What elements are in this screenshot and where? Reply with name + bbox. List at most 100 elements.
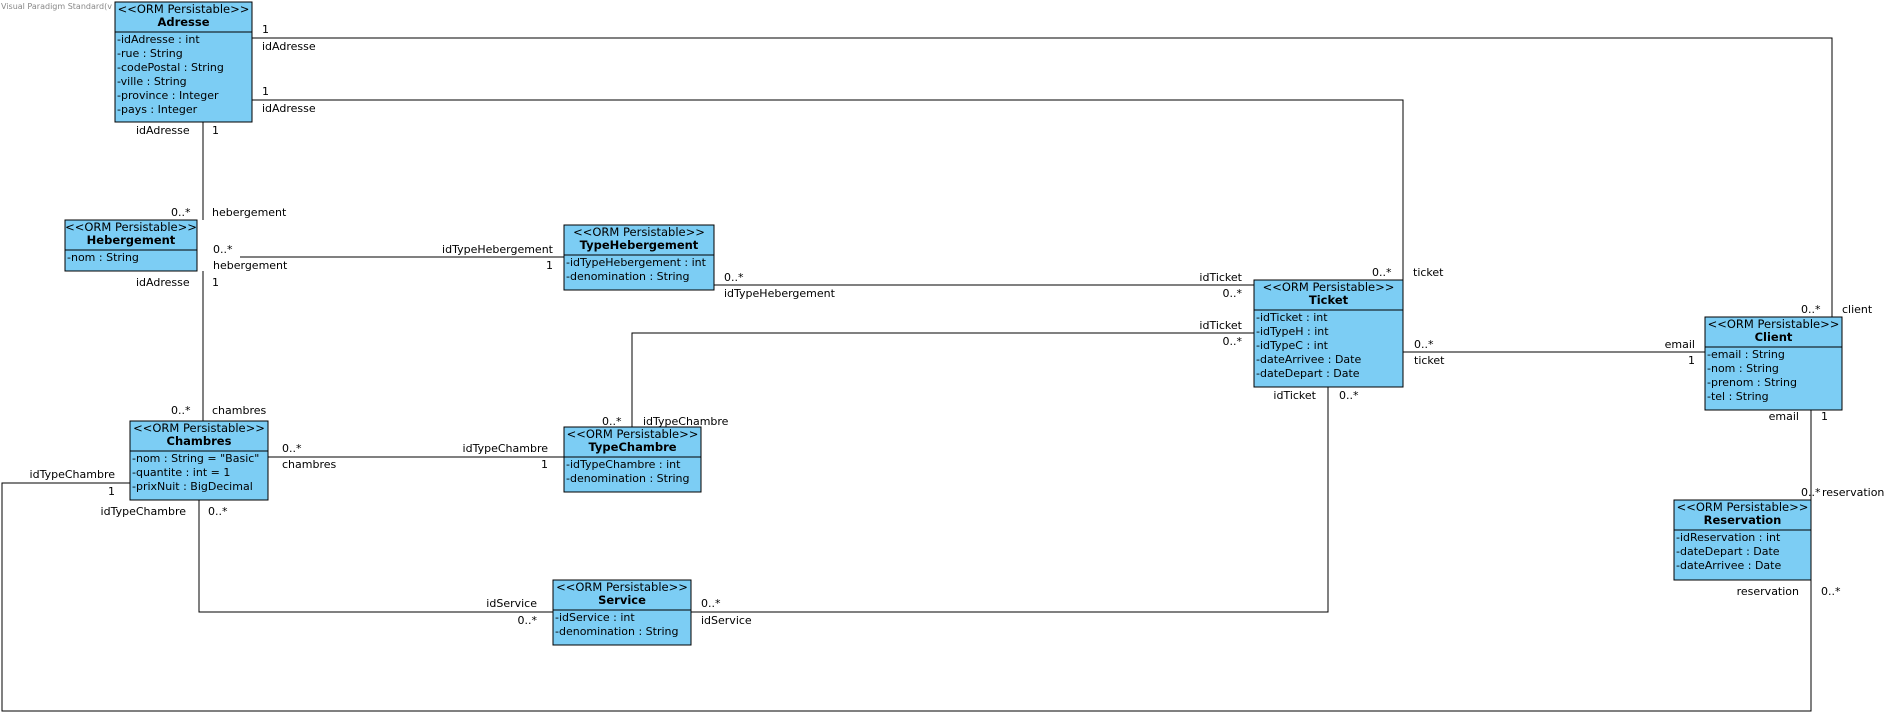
role-label: idService xyxy=(701,614,752,627)
class-box xyxy=(563,426,702,493)
mult-label: 0..* xyxy=(1223,287,1243,300)
class-adresse[interactable]: <<ORM Persistable>>Adresse-idAdresse : i… xyxy=(114,1,253,123)
class-client[interactable]: <<ORM Persistable>>Client -email : String… xyxy=(1704,316,1843,411)
edge-chambres-service[interactable] xyxy=(198,500,553,613)
class-name: Chambres xyxy=(167,434,232,448)
class-attribute: -denomination : String xyxy=(566,472,690,485)
role-label: hebergement xyxy=(212,206,287,219)
role-label: idTypeHebergement xyxy=(724,287,836,300)
class-typehebergement[interactable]: <<ORM Persistable>>TypeHebergement-idTyp… xyxy=(563,224,715,291)
role-label: idTicket xyxy=(1199,271,1242,284)
stereotype-label: <<ORM Persistable>> xyxy=(65,220,197,234)
class-attribute: -dateArrivee : Date xyxy=(1676,559,1781,572)
edge-adresse-ticket[interactable] xyxy=(252,99,1404,280)
association-lines xyxy=(1,37,1833,712)
edge-typechambre-ticket[interactable] xyxy=(631,332,1254,427)
mult-label: 0..* xyxy=(518,614,538,627)
mult-label: 0..* xyxy=(602,415,622,428)
stereotype-label: <<ORM Persistable>> xyxy=(118,2,250,16)
stereotype-label: <<ORM Persistable>> xyxy=(567,427,699,441)
mult-label: 0..* xyxy=(213,243,233,256)
mult-label: 0..* xyxy=(1821,585,1841,598)
class-box xyxy=(563,224,715,291)
mult-label: 0..* xyxy=(171,206,191,219)
class-attribute: -province : Integer xyxy=(117,89,219,102)
class-box xyxy=(1673,499,1812,581)
class-attribute: -prenom : String xyxy=(1707,376,1797,389)
role-label: idTypeChambre xyxy=(30,468,116,481)
mult-label: 0..* xyxy=(701,597,721,610)
mult-label: 1 xyxy=(1821,410,1828,423)
watermark-text: Visual Paradigm Standard(v (toutim)) xyxy=(1,2,150,11)
stereotype-label: <<ORM Persistable>> xyxy=(573,225,705,239)
class-ticket[interactable]: <<ORM Persistable>>Ticket-idTicket : int… xyxy=(1253,279,1404,388)
class-name: Reservation xyxy=(1704,513,1782,527)
class-attribute: -denomination : String xyxy=(566,270,690,283)
class-attribute: -codePostal : String xyxy=(117,61,224,74)
role-label: email xyxy=(1769,410,1799,423)
class-service[interactable]: <<ORM Persistable>>Service -idService : i… xyxy=(552,579,692,646)
class-name: Hebergement xyxy=(87,233,176,247)
mult-label: 0..* xyxy=(1801,486,1821,499)
role-label: idTypeChambre xyxy=(643,415,729,428)
mult-label: 1 xyxy=(212,124,219,137)
role-label: idAdresse xyxy=(262,40,316,53)
class-typechambre[interactable]: <<ORM Persistable>>TypeChambre-idTypeCha… xyxy=(563,426,702,493)
mult-label: 0..* xyxy=(1339,389,1359,402)
stereotype-label: <<ORM Persistable>> xyxy=(556,580,688,594)
class-attribute: -nom : String = "Basic" xyxy=(132,452,259,465)
role-label: email xyxy=(1665,338,1695,351)
class-attribute: -idTypeHebergement : int xyxy=(566,256,707,269)
edge-ticket-service[interactable] xyxy=(691,387,1329,613)
mult-label: 1 xyxy=(108,485,115,498)
class-chambres[interactable]: <<ORM Persistable>>Chambres -nom : String… xyxy=(129,420,269,501)
class-attribute: -idTicket : int xyxy=(1256,311,1328,324)
class-attribute: -email : String xyxy=(1707,348,1785,361)
class-name: Client xyxy=(1755,330,1793,344)
edge-adresse-client[interactable] xyxy=(252,37,1833,317)
class-attribute: -tel : String xyxy=(1707,390,1769,403)
class-attribute: -ville : String xyxy=(117,75,187,88)
role-label: reservation xyxy=(1822,486,1884,499)
role-label: idTicket xyxy=(1199,319,1242,332)
mult-label: 0..* xyxy=(171,404,191,417)
class-hebergement[interactable]: <<ORM Persistable>>Hebergement-nom : Str… xyxy=(64,219,198,272)
role-label: idAdresse xyxy=(262,102,316,115)
role-label: chambres xyxy=(212,404,267,417)
mult-label: 0..* xyxy=(208,505,228,518)
class-box xyxy=(1253,279,1404,388)
mult-label: 1 xyxy=(212,276,219,289)
class-attribute: -quantite : int = 1 xyxy=(132,466,230,479)
class-box xyxy=(1704,316,1843,411)
mult-label: 0..* xyxy=(1801,303,1821,316)
role-label: hebergement xyxy=(213,259,288,272)
class-box xyxy=(552,579,692,646)
role-label: client xyxy=(1842,303,1873,316)
class-name: Ticket xyxy=(1309,293,1349,307)
class-name: Service xyxy=(598,593,646,607)
role-label: idTicket xyxy=(1273,389,1316,402)
mult-label: 0..* xyxy=(1414,338,1434,351)
class-attribute: -idService : int xyxy=(555,611,635,624)
role-label: idAdresse xyxy=(136,276,190,289)
mult-label: 1 xyxy=(541,458,548,471)
stereotype-label: <<ORM Persistable>> xyxy=(1677,500,1809,514)
mult-label: 1 xyxy=(546,259,553,272)
edge-labels: 1 idAdresse 1 idAdresse idAdresse 1 0..*… xyxy=(30,23,1885,627)
role-label: idAdresse xyxy=(136,124,190,137)
stereotype-label: <<ORM Persistable>> xyxy=(1708,317,1840,331)
role-label: reservation xyxy=(1737,585,1799,598)
stereotype-label: <<ORM Persistable>> xyxy=(133,421,265,435)
class-attribute: -idTypeC : int xyxy=(1256,339,1329,352)
role-label: idService xyxy=(486,597,537,610)
class-attribute: -denomination : String xyxy=(555,625,679,638)
class-attribute: -prixNuit : BigDecimal xyxy=(132,480,253,493)
mult-label: 0..* xyxy=(724,271,744,284)
class-name: Adresse xyxy=(157,15,209,29)
class-attribute: -dateDepart : Date xyxy=(1676,545,1780,558)
class-attribute: -idTypeChambre : int xyxy=(566,458,681,471)
class-reservation[interactable]: <<ORM Persistable>>Reservation-idReserva… xyxy=(1673,499,1812,581)
edge-chambres-reservation[interactable] xyxy=(1,482,1812,712)
role-label: ticket xyxy=(1414,354,1445,367)
